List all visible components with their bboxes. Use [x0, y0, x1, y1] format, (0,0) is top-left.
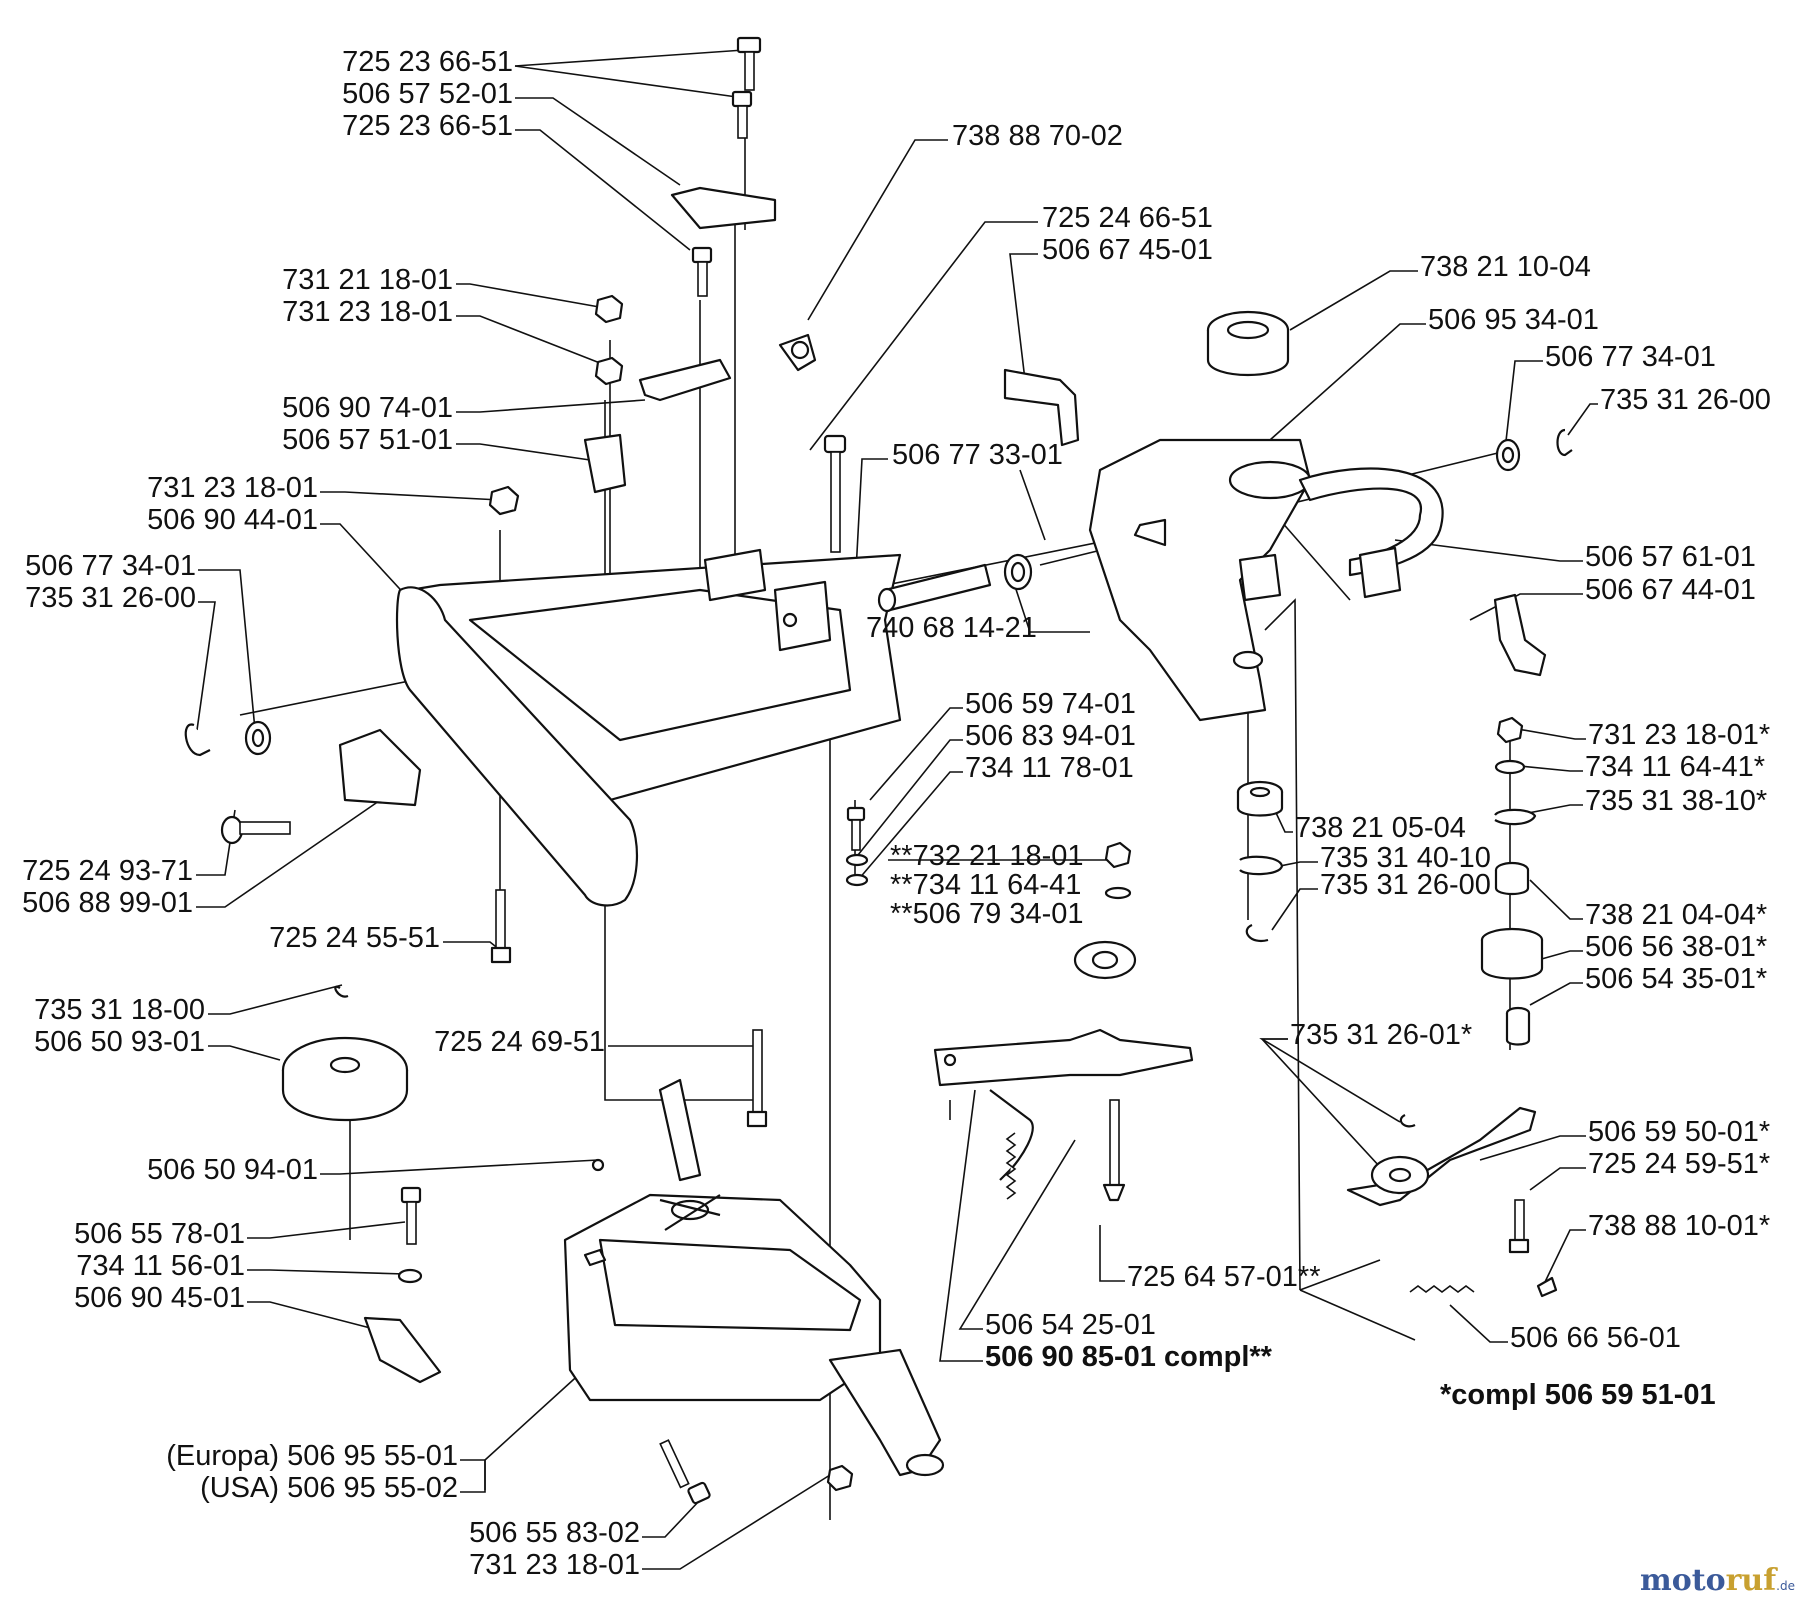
part-number-callout: 735 31 26-00 — [1320, 869, 1491, 901]
assembly-callout: 506 90 85-01 compl** — [985, 1341, 1273, 1373]
transmission — [563, 1078, 945, 1492]
lower-right-arm — [1346, 1106, 1558, 1298]
washers-left — [184, 720, 272, 757]
part-number-callout: 506 88 99-01 — [22, 887, 193, 919]
part-number-callout: **732 21 18-01 — [890, 840, 1084, 872]
bolt-725-24-93-71 — [220, 815, 291, 845]
exploded-view-drawing — [184, 36, 1598, 1570]
part-number-callout: 735 31 18-00 — [34, 994, 205, 1026]
part-number-callout: 506 57 51-01 — [282, 424, 453, 456]
part-number-callout: (USA) 506 95 55-02 — [200, 1472, 458, 1504]
part-number-callout: (Europa) 506 95 55-01 — [166, 1440, 458, 1472]
assembly-labels: 506 90 85-01 compl** *compl 506 59 51-01 — [985, 1341, 1716, 1411]
part-number-callout: 735 31 26-01* — [1290, 1019, 1472, 1051]
part-number-callout: 725 24 69-51 — [434, 1026, 605, 1058]
part-number-callout: 738 21 04-04* — [1585, 899, 1767, 931]
part-number-callout: 725 23 66-51 — [342, 110, 513, 142]
watermark-part2: ruf — [1726, 1563, 1779, 1598]
part-number-callout: 506 90 45-01 — [74, 1282, 245, 1314]
part-number-callout: 725 23 66-51 — [342, 46, 513, 78]
frame-bracket — [338, 548, 902, 907]
part-number-callout: 506 59 74-01 — [965, 688, 1136, 720]
part-number-callout: 506 77 34-01 — [1545, 341, 1716, 373]
part-number-callout: 506 55 78-01 — [74, 1218, 245, 1250]
top-bolts — [670, 36, 777, 297]
part-number-callout: **734 11 64-41 — [890, 869, 1081, 901]
part-number-callout: 738 21 10-04 — [1420, 251, 1591, 283]
part-number-callout: 740 68 14-21 — [866, 612, 1037, 644]
part-number-callout: 506 77 34-01 — [25, 550, 196, 582]
bolt-506-55-83-02 — [659, 1439, 711, 1505]
part-number-callout: 506 90 74-01 — [282, 392, 453, 424]
part-number-callout: 725 24 66-51 — [1042, 202, 1213, 234]
nuts-left — [488, 294, 732, 516]
bolt-725-24-55-51 — [490, 889, 512, 964]
part-number-callout: **506 79 34-01 — [890, 898, 1084, 930]
bearing-stack-left — [1236, 780, 1284, 943]
assembly-callout: *compl 506 59 51-01 — [1440, 1379, 1716, 1411]
watermark-logo: motoruf.de — [1640, 1563, 1795, 1598]
washer-clip-right — [1495, 428, 1573, 472]
part-number-callout: 506 90 44-01 — [147, 504, 318, 536]
part-number-callout: 506 95 34-01 — [1428, 304, 1599, 336]
watermark-part1: moto — [1640, 1563, 1726, 1598]
part-number-callout: 731 23 18-01 — [282, 296, 453, 328]
grease-fitting — [778, 333, 817, 372]
part-number-callout: 506 67 44-01 — [1585, 574, 1756, 606]
part-number-callout: 506 54 25-01 — [985, 1309, 1156, 1341]
part-number-callout: 731 23 18-01 — [147, 472, 318, 504]
part-number-callout: 734 11 78-01 — [965, 752, 1134, 784]
part-number-callout: 725 24 93-71 — [22, 855, 193, 887]
part-number-callout: 731 23 18-01 — [469, 1549, 640, 1581]
bolt-stack-idler — [845, 806, 869, 887]
part-number-callout: 731 23 18-01* — [1588, 719, 1770, 751]
part-number-callout: 506 57 52-01 — [342, 78, 513, 110]
springs — [1005, 1132, 1475, 1293]
part-number-callout: 506 50 93-01 — [34, 1026, 205, 1058]
part-number-callout: 506 66 56-01 — [1510, 1322, 1681, 1354]
long-bolt — [823, 434, 847, 553]
part-number-callout: 725 24 59-51* — [1588, 1148, 1770, 1180]
part-number-callout: 506 54 35-01* — [1585, 963, 1767, 995]
part-number-callout: 738 88 70-02 — [952, 120, 1123, 152]
svg-text:motoruf.de: motoruf.de — [1640, 1563, 1795, 1598]
part-number-callout: 735 31 38-10* — [1585, 785, 1767, 817]
part-number-callout: 506 55 83-02 — [469, 1517, 640, 1549]
part-number-callout: 725 24 55-51 — [269, 922, 440, 954]
pulley — [281, 985, 409, 1121]
bolt-725-24-69-51 — [746, 1029, 768, 1128]
part-number-callout: 506 67 45-01 — [1042, 234, 1213, 266]
part-number-callout: 506 59 50-01* — [1588, 1116, 1770, 1148]
watermark-suffix: .de — [1776, 1579, 1795, 1593]
part-number-callout: 735 31 40-10 — [1320, 842, 1491, 874]
gear-housing — [1088, 310, 1444, 722]
part-number-callout: 506 83 94-01 — [965, 720, 1136, 752]
part-number-callout: 731 21 18-01 — [282, 264, 453, 296]
pin-bushing — [877, 553, 1033, 613]
part-number-callout: 725 64 57-01** — [1127, 1261, 1321, 1293]
part-number-callout: 734 11 64-41* — [1585, 751, 1765, 783]
part-number-callout: 734 11 56-01 — [76, 1250, 245, 1282]
part-number-callout: 735 31 26-00 — [1600, 384, 1771, 416]
part-number-callout: 738 21 05-04 — [1295, 812, 1466, 844]
part-number-callout: 506 77 33-01 — [892, 439, 1063, 471]
brackets-right — [1003, 368, 1547, 677]
bearing-stack-right — [1480, 716, 1544, 1046]
part-number-callout: 506 50 94-01 — [147, 1154, 318, 1186]
part-number-callout: 735 31 26-00 — [25, 582, 196, 614]
part-number-callout: 506 57 61-01 — [1585, 541, 1756, 573]
part-number-callout: 506 56 38-01* — [1585, 931, 1767, 963]
lower-left-hardware — [363, 1158, 605, 1384]
part-number-callout: 738 88 10-01* — [1588, 1210, 1770, 1242]
